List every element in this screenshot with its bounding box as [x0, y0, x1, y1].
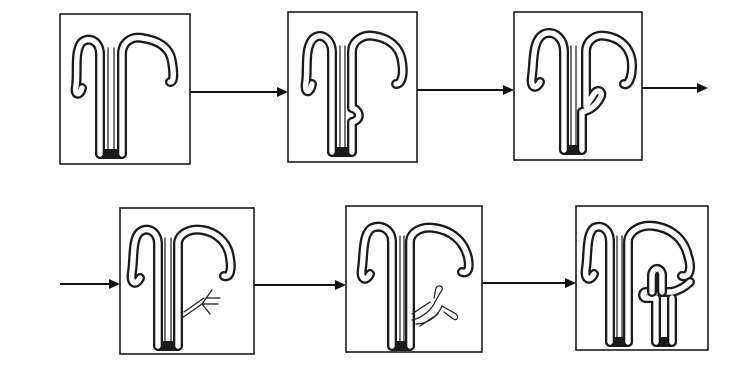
- arrow-1-to-2: [190, 87, 288, 97]
- arrow-3-continue: [642, 83, 708, 93]
- stage-6-panel: [576, 206, 708, 350]
- stage-1-panel: [60, 14, 190, 164]
- stage-4-panel: [120, 208, 254, 354]
- stage-2-panel: [288, 12, 417, 162]
- stage-3-panel: [514, 12, 642, 160]
- arrow-4-to-5: [254, 280, 346, 290]
- arrow-2-to-3: [417, 85, 514, 95]
- stage-5-panel: [346, 206, 482, 352]
- arrow-continue-to-4: [60, 279, 120, 289]
- arrow-5-to-6: [482, 278, 576, 288]
